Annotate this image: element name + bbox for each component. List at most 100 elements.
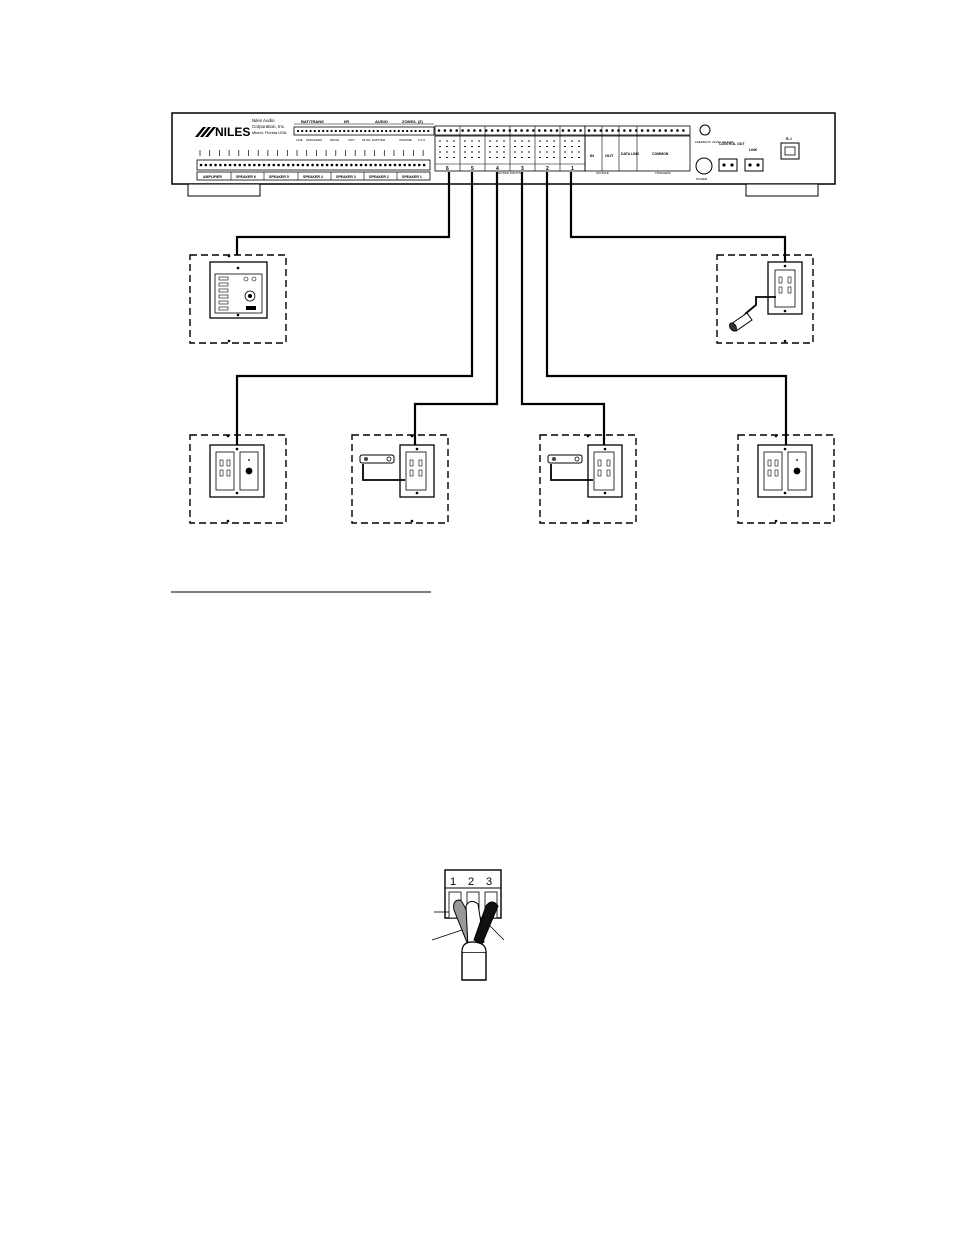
left-rack-foot (187, 183, 261, 197)
ir-emitter-icon (547, 454, 583, 464)
terminal-screw (309, 129, 312, 133)
room-keypad-bottom-right (737, 434, 835, 524)
terminal-screw (422, 163, 426, 167)
room-ir-sensor-bottom-mid-left (351, 434, 449, 524)
terminal-screw (573, 129, 576, 132)
terminal-screw (334, 129, 337, 133)
speaker-zone-labels: AMPLIFIER SPEAKER 6 SPEAKER 5 SPEAKER 4 … (203, 175, 422, 179)
terminal-screw (397, 129, 400, 133)
terminal-screw (364, 163, 368, 167)
terminal-screw (379, 163, 382, 167)
terminal-screw (330, 163, 334, 167)
source-grid (584, 126, 691, 172)
cable-with-conductors (431, 899, 505, 981)
wire-port-2 (545, 172, 788, 445)
terminal-screw (326, 129, 329, 133)
small-label-emitter: EMITTER (372, 138, 386, 142)
terminal-screw (664, 129, 667, 132)
terminal-screw (658, 129, 662, 132)
ir-rj-jack-opening (784, 146, 796, 156)
power-button[interactable] (695, 157, 713, 175)
terminal-screw (526, 129, 529, 132)
small-label-unit: UNIT (348, 138, 355, 142)
terminal-screw (262, 163, 266, 167)
terminal-screw (629, 129, 632, 132)
terminal-screw (322, 129, 325, 133)
terminal-screw (359, 163, 363, 167)
keypad-bus-label: KEYPAD INPUTS (497, 171, 521, 175)
ir-emitter-icon (359, 454, 395, 464)
source-in-label: IN (590, 153, 594, 158)
terminal-screw (611, 129, 614, 132)
keypad-wallplate (399, 434, 435, 523)
terminal-screw (380, 129, 384, 133)
terminal-screw (291, 163, 295, 167)
terminal-screw (617, 129, 620, 132)
terminal-screw (467, 129, 470, 132)
room-ir-sensor-bottom-mid-right (539, 434, 637, 524)
terminal-screw (652, 129, 656, 132)
terminal-screw (335, 163, 339, 167)
double-gang-wallplate (209, 434, 265, 523)
control-out-connector[interactable] (718, 158, 738, 172)
terminal-screw (479, 129, 482, 132)
data-link-label: DATA LINK (621, 152, 640, 156)
feedback-level-knob[interactable] (699, 124, 711, 136)
terminal-screw (343, 129, 346, 133)
port-number-5: 5 (471, 166, 474, 172)
terminal-screw (369, 163, 373, 167)
terminal-screw (355, 129, 358, 133)
terminal-screw (593, 129, 597, 132)
label-ir: I/R (344, 119, 349, 124)
small-label-drive: DRIVE (330, 138, 339, 142)
terminal-screw (204, 163, 208, 167)
room-ir-sensor-top-right (716, 253, 814, 344)
terminal-screw (599, 129, 603, 132)
ir-rj-jack[interactable] (780, 142, 800, 160)
terminal-screw (646, 129, 650, 132)
room-keypad-top-left (189, 254, 287, 344)
wiring (235, 172, 788, 445)
multi-button-keypad (209, 254, 268, 343)
terminal-screw (243, 163, 246, 167)
terminal-screw (403, 163, 407, 167)
terminal-screw (345, 163, 348, 167)
port-number-2: 2 (546, 166, 549, 172)
terminal-screw (437, 129, 441, 132)
terminal-screw (514, 129, 517, 132)
terminal-screw (388, 163, 392, 167)
top-small-labels: LINE SPEAKERS DRIVE UNIT MUTE EMITTER IN… (296, 138, 425, 142)
zone-label-amplifier: AMPLIFIER (203, 175, 222, 179)
terminal-screw (368, 129, 371, 133)
niles-logo-icon (195, 127, 216, 137)
zone-label-speaker-5: SPEAKER 5 (269, 175, 289, 179)
source-out-label: OUT (605, 153, 614, 158)
zone-label-speaker-6: SPEAKER 6 (236, 175, 256, 179)
terminal-screw (555, 129, 559, 132)
terminal-screw (623, 129, 626, 132)
power-label: POWER (696, 177, 708, 181)
wire-port-4 (413, 172, 499, 445)
terminal-screw (385, 129, 388, 133)
source-terminal-screws (587, 129, 685, 132)
terminal-screw (233, 163, 237, 167)
ir-flasher-icon (729, 312, 753, 332)
terminal-screw (496, 129, 500, 132)
emitter-cable (362, 464, 405, 481)
terminal-screw (354, 163, 358, 167)
wire-port-5 (235, 172, 474, 445)
small-label-mute: MUTE (362, 138, 371, 142)
keypad-wallplate (586, 434, 623, 523)
source-label: SOURCE (596, 171, 609, 175)
small-label-line: LINE (296, 138, 303, 142)
label-zone: ZONE/L (Z) (402, 119, 423, 124)
terminal-screw (384, 163, 387, 167)
top-terminal-strip (293, 126, 435, 136)
terminal-screw (296, 163, 300, 167)
terminal-screw (305, 129, 308, 133)
terminal-screw (296, 129, 300, 133)
terminal-number-2: 2 (468, 876, 474, 888)
link-connector[interactable] (744, 158, 764, 172)
terminal-screw (338, 129, 342, 133)
terminal-screw (340, 163, 343, 167)
